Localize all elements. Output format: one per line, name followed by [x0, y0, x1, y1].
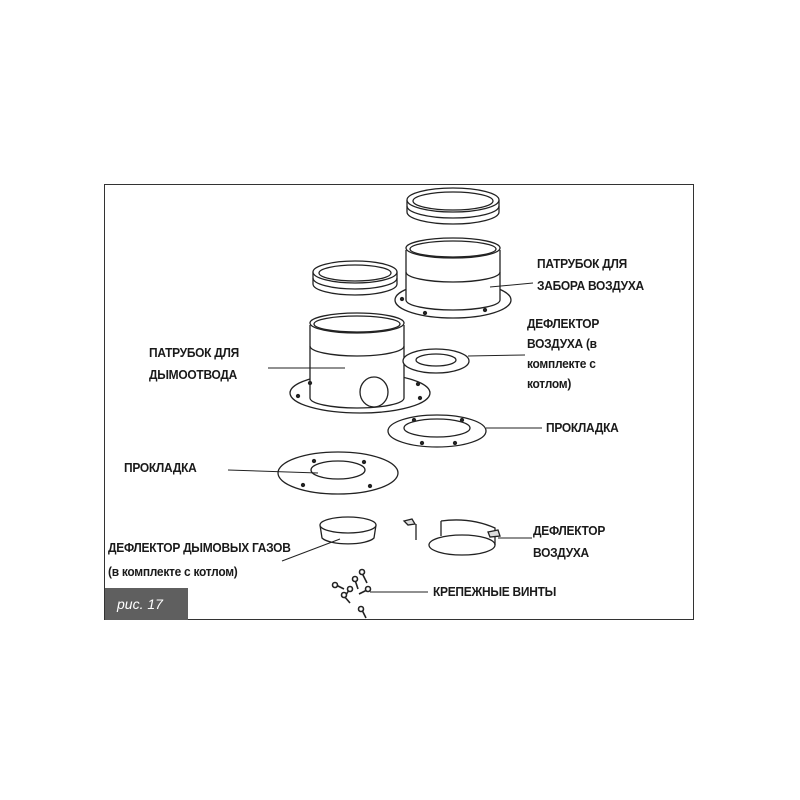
label-line: ЗАБОРА ВОЗДУХА — [537, 278, 644, 293]
label-gasket-left: ПРОКЛАДКА — [124, 460, 197, 475]
label-line: ВОЗДУХА (в — [527, 336, 597, 351]
label-line: ПАТРУБОК ДЛЯ — [537, 256, 627, 271]
label-flue-pipe: ПАТРУБОК ДЛЯ ДЫМООТВОДА — [149, 342, 239, 386]
label-line: ДЕФЛЕКТОР ДЫМОВЫХ ГАЗОВ — [108, 540, 291, 555]
label-line: (в комплекте с котлом) — [108, 564, 238, 579]
leader-gasket-left — [227, 469, 319, 474]
label-gasket-right: ПРОКЛАДКА — [546, 420, 619, 435]
label-fixing-screws: КРЕПЕЖНЫЕ ВИНТЫ — [433, 584, 557, 599]
seal-ring-top — [406, 187, 500, 225]
air-deflector-ring — [402, 348, 470, 374]
label-air-deflector-kit: ДЕФЛЕКТОР ВОЗДУХА (в комплекте с котлом) — [527, 314, 599, 394]
label-line: ВОЗДУХА — [533, 545, 589, 560]
flue-gas-deflector — [319, 516, 377, 545]
seal-ring-left — [312, 260, 398, 296]
gasket-left — [277, 451, 399, 495]
label-line: ДЫМООТВОДА — [149, 367, 237, 382]
label-line: котлом) — [527, 376, 572, 391]
label-flue-gas-deflector: ДЕФЛЕКТОР ДЫМОВЫХ ГАЗОВ (в комплекте с к… — [108, 536, 291, 584]
leader-air-intake-pipe — [489, 282, 534, 288]
air-deflector — [402, 518, 501, 556]
label-line: ДЕФЛЕКТОР — [527, 316, 600, 331]
label-air-deflector: ДЕФЛЕКТОР ВОЗДУХА — [533, 520, 605, 564]
fixing-screws — [331, 568, 372, 619]
label-line: комплекте с — [527, 356, 596, 371]
label-line: ДЕФЛЕКТОР — [533, 523, 606, 538]
label-line: ПАТРУБОК ДЛЯ — [149, 345, 239, 360]
leader-lines — [227, 282, 542, 593]
leader-flue-gas-deflector — [281, 538, 341, 562]
figure-caption: рис. 17 — [105, 588, 188, 620]
gasket-right — [387, 414, 487, 448]
figure-frame — [104, 184, 694, 620]
air-intake-pipe — [394, 237, 512, 319]
label-air-intake-pipe: ПАТРУБОК ДЛЯ ЗАБОРА ВОЗДУХА — [537, 253, 644, 297]
leader-air-deflector-kit — [467, 354, 526, 357]
flue-pipe — [289, 312, 431, 414]
